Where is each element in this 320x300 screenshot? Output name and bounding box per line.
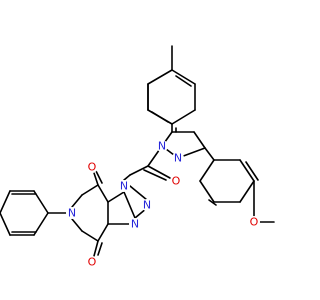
bond (123, 174, 131, 181)
bond (199, 180, 215, 203)
bond (97, 184, 109, 203)
svg-text:O: O (88, 256, 97, 269)
bond (147, 69, 173, 85)
atom-label-n-triazole-2: N (141, 199, 153, 212)
atom-label-n-triazole-1: N (118, 180, 130, 193)
bond (0, 190, 11, 214)
svg-text:N: N (174, 152, 182, 165)
svg-text:O: O (88, 161, 97, 174)
bond (81, 184, 99, 196)
bond (171, 69, 196, 85)
double-bond-lines (11, 75, 259, 256)
svg-text:O: O (250, 216, 259, 229)
double-bond (95, 170, 103, 184)
bond (93, 240, 99, 257)
bond (81, 230, 99, 242)
bond (199, 159, 215, 182)
bond (97, 223, 109, 242)
bond (204, 147, 215, 161)
atom-label-n-pyrazoline-2: N (172, 152, 184, 165)
bond (93, 172, 99, 186)
atom-label-o-imide-bottom: O (86, 256, 98, 269)
bond (71, 194, 83, 208)
double-bond (143, 169, 167, 181)
bond (129, 165, 149, 176)
atom-label-n-pyrazoline-1: N (156, 140, 168, 153)
svg-text:N: N (143, 199, 151, 212)
svg-text:O: O (172, 175, 181, 188)
bond (193, 131, 206, 149)
bond (129, 185, 148, 201)
double-bond (245, 161, 259, 181)
chemical-structure-diagram: N N O O N N N O O N (0, 45, 275, 269)
svg-text:N: N (131, 218, 139, 231)
svg-text:N: N (158, 140, 166, 153)
bond (107, 191, 125, 203)
bond (0, 212, 11, 236)
atom-label-n-imide: N (66, 207, 78, 220)
bond (71, 218, 83, 232)
atom-label-o-methoxy: O (248, 216, 260, 229)
double-bond (175, 75, 192, 87)
bond (147, 165, 171, 179)
double-bond (97, 242, 103, 256)
bond (123, 191, 136, 219)
double-bond (208, 199, 217, 206)
double-bond (151, 111, 169, 123)
bond (239, 159, 255, 182)
svg-text:N: N (120, 180, 128, 193)
bond (239, 180, 255, 203)
atom-label-n-triazole-3: N (129, 218, 141, 231)
svg-text:N: N (68, 207, 76, 220)
atom-label-o-imide-top: O (86, 161, 98, 174)
bond (171, 109, 196, 125)
atom-label-o-acyl: O (170, 175, 182, 188)
